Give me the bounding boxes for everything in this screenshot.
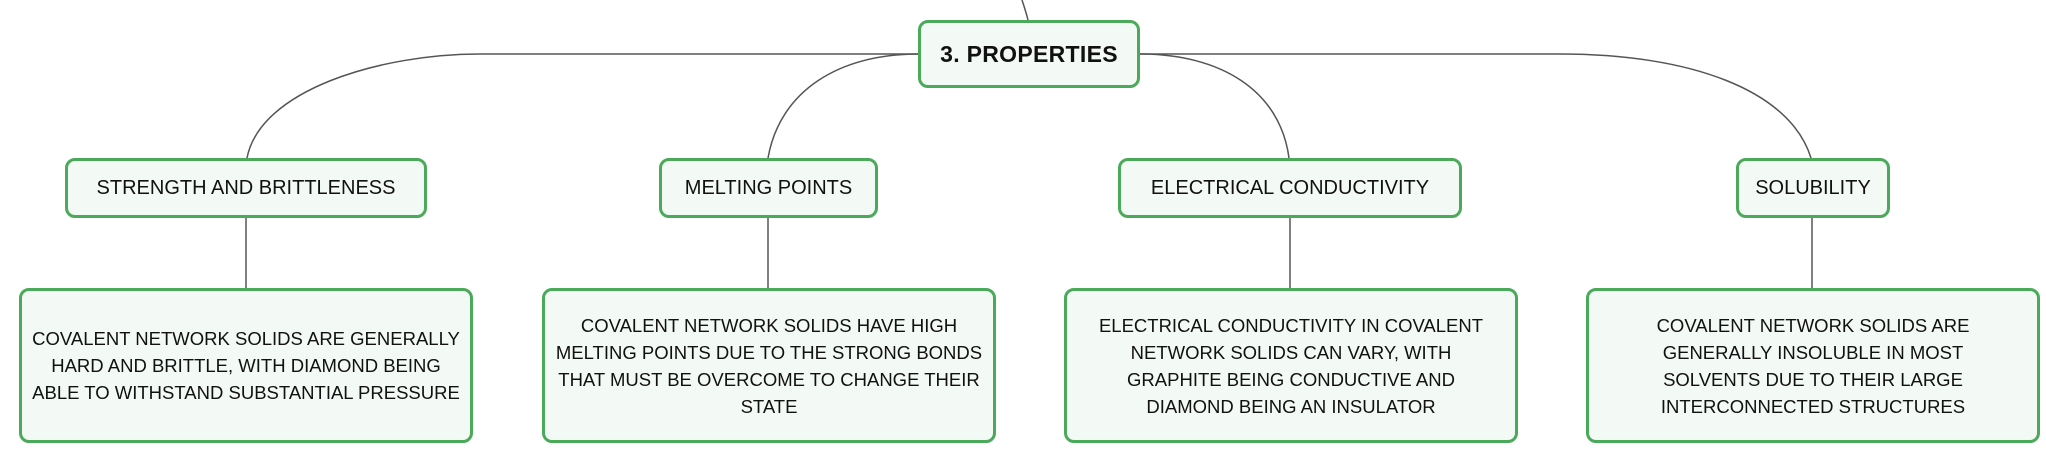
- topic-node-label: STRENGTH AND BRITTLENESS: [96, 176, 396, 199]
- connector-root-melting: [767, 53, 919, 159]
- detail-node-text: COVALENT NETWORK SOLIDS ARE GENERALLY IN…: [1656, 314, 1970, 417]
- topic-node-solubility[interactable]: SOLUBILITY: [1736, 158, 1890, 218]
- connector-root-solubility: [1140, 53, 1812, 159]
- topic-node-melting[interactable]: MELTING POINTS: [659, 158, 878, 218]
- root-node-label: 3. PROPERTIES: [940, 40, 1118, 67]
- detail-node-strength[interactable]: COVALENT NETWORK SOLIDS ARE GENERALLY HA…: [19, 288, 473, 443]
- connector-root-conductivity: [1139, 53, 1290, 159]
- root-node[interactable]: 3. PROPERTIES: [918, 20, 1140, 88]
- detail-node-melting[interactable]: COVALENT NETWORK SOLIDS HAVE HIGH MELTIN…: [542, 288, 996, 443]
- topic-node-label: MELTING POINTS: [684, 176, 853, 199]
- connector-root-incoming: [1021, 0, 1029, 21]
- connector-root-strength: [246, 53, 918, 159]
- detail-node-text: ELECTRICAL CONDUCTIVITY IN COVALENT NETW…: [1098, 314, 1484, 417]
- detail-node-solubility[interactable]: COVALENT NETWORK SOLIDS ARE GENERALLY IN…: [1586, 288, 2040, 443]
- detail-node-text: COVALENT NETWORK SOLIDS HAVE HIGH MELTIN…: [555, 314, 983, 417]
- topic-node-label: ELECTRICAL CONDUCTIVITY: [1150, 176, 1430, 199]
- detail-node-text: COVALENT NETWORK SOLIDS ARE GENERALLY HA…: [32, 328, 460, 403]
- topic-node-strength[interactable]: STRENGTH AND BRITTLENESS: [65, 158, 427, 218]
- topic-node-conductivity[interactable]: ELECTRICAL CONDUCTIVITY: [1118, 158, 1462, 218]
- detail-node-conductivity[interactable]: ELECTRICAL CONDUCTIVITY IN COVALENT NETW…: [1064, 288, 1518, 443]
- topic-node-label: SOLUBILITY: [1755, 176, 1871, 199]
